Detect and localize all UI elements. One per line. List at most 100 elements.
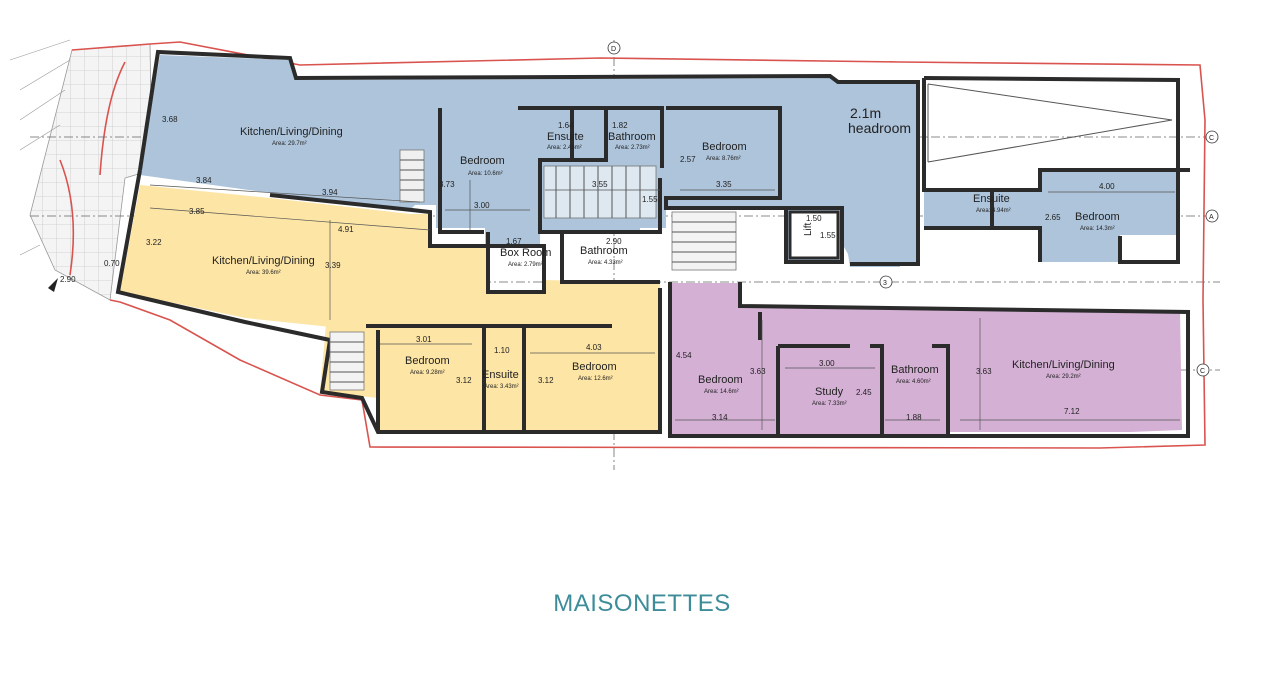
svg-text:3.12: 3.12: [538, 376, 554, 385]
svg-text:Ensuite: Ensuite: [547, 131, 584, 143]
svg-text:2.1m: 2.1m: [850, 105, 881, 121]
svg-text:A: A: [1209, 214, 1214, 221]
svg-text:1.67: 1.67: [506, 237, 522, 246]
svg-text:Bedroom: Bedroom: [572, 361, 617, 373]
room-purple-study: Study Area: 7.33m²: [812, 386, 847, 407]
svg-text:headroom: headroom: [848, 120, 911, 136]
svg-text:C: C: [1200, 368, 1205, 375]
page-caption: MAISONETTES: [553, 590, 731, 617]
room-blue-bedroom-3: Bedroom Area: 14.3m²: [1075, 211, 1120, 232]
svg-text:Study: Study: [815, 386, 844, 398]
svg-text:D: D: [611, 46, 616, 53]
terrace-curve: [59, 159, 75, 276]
svg-text:3.35: 3.35: [716, 180, 732, 189]
svg-text:Area: 2.79m²: Area: 2.79m²: [508, 262, 543, 268]
room-purple-bedroom: Bedroom Area: 14.6m²: [698, 374, 743, 395]
svg-text:Area: 39.6m²: Area: 39.6m²: [246, 270, 281, 276]
terrace-area: [9, 39, 153, 301]
room-yellow-ensuite: Ensuite Area: 3.43m²: [482, 369, 519, 390]
svg-text:Bedroom: Bedroom: [1075, 211, 1120, 223]
svg-text:Kitchen/Living/Dining: Kitchen/Living/Dining: [1012, 359, 1115, 371]
svg-text:Bathroom: Bathroom: [608, 131, 656, 143]
room-blue-bathroom: Bathroom Area: 2.73m²: [608, 131, 656, 151]
room-purple-kitchen: Kitchen/Living/Dining Area: 29.2m²: [1012, 359, 1115, 380]
svg-text:Area: 2.46m²: Area: 2.46m²: [547, 145, 582, 151]
svg-text:2.57: 2.57: [680, 155, 696, 164]
room-blue-ensuite-2: Ensuite Area: 4.94m²: [973, 193, 1011, 214]
room-yellow-bedroom-2: Bedroom Area: 12.6m²: [572, 361, 617, 382]
svg-text:Area: 7.33m²: Area: 7.33m²: [812, 401, 847, 407]
svg-text:3.63: 3.63: [750, 367, 766, 376]
svg-text:1.55: 1.55: [642, 195, 658, 204]
svg-text:3: 3: [883, 280, 887, 287]
svg-text:Kitchen/Living/Dining: Kitchen/Living/Dining: [212, 255, 315, 267]
staircase-left: [329, 331, 365, 391]
dimension-lines: [149, 180, 1180, 430]
svg-text:Bedroom: Bedroom: [460, 155, 505, 167]
grid-marker-c: C: [1205, 130, 1219, 144]
svg-text:Area: 14.3m²: Area: 14.3m²: [1080, 226, 1115, 232]
svg-text:3.00: 3.00: [819, 359, 835, 368]
svg-text:3.73: 3.73: [439, 180, 455, 189]
svg-text:Area: 10.6m²: Area: 10.6m²: [468, 171, 503, 177]
grid-marker-c-lower: C: [1196, 363, 1210, 377]
svg-text:3.12: 3.12: [456, 376, 472, 385]
staircase-center: [671, 211, 737, 271]
staircase-hall: [543, 165, 657, 219]
dimension-labels: 3.68 3.84 3.94 1.64 1.82 3.73 3.00 3.55 …: [60, 115, 1115, 422]
small-stair: [399, 149, 425, 203]
svg-text:Ensuite: Ensuite: [482, 369, 519, 381]
svg-text:Ensuite: Ensuite: [973, 193, 1010, 205]
purple-unit: [670, 283, 1182, 436]
svg-text:3.63: 3.63: [976, 367, 992, 376]
svg-text:Area: 9.28m²: Area: 9.28m²: [410, 370, 445, 376]
svg-text:Bedroom: Bedroom: [698, 374, 743, 386]
svg-text:2.90: 2.90: [606, 237, 622, 246]
svg-text:1.50: 1.50: [806, 214, 822, 223]
svg-text:Area: 4.33m²: Area: 4.33m²: [588, 260, 623, 266]
svg-text:4.00: 4.00: [1099, 182, 1115, 191]
ramp-area: [927, 83, 1173, 163]
headroom-note: 2.1m headroom: [848, 105, 911, 136]
lift-box: [788, 210, 840, 260]
svg-text:2.65: 2.65: [1045, 213, 1061, 222]
svg-text:Bathroom: Bathroom: [891, 364, 939, 376]
floor-plan: Lift D C A 3 C Kitch: [9, 39, 1220, 470]
room-yellow-bedroom-1: Bedroom Area: 9.28m²: [405, 355, 450, 376]
grid-marker-3: 3: [879, 275, 893, 289]
svg-text:Box Room: Box Room: [500, 247, 551, 259]
room-yellow-kitchen: Kitchen/Living/Dining Area: 39.6m²: [212, 255, 315, 276]
svg-text:Bathroom: Bathroom: [580, 245, 628, 257]
grid-marker-a: A: [1205, 209, 1219, 223]
svg-text:2.45: 2.45: [856, 388, 872, 397]
svg-text:1.64: 1.64: [558, 121, 574, 130]
svg-text:0.70: 0.70: [104, 259, 120, 268]
room-blue-bedroom-1: Bedroom Area: 10.6m²: [460, 155, 505, 177]
grid-marker-d: D: [607, 41, 621, 55]
svg-text:Area: 12.6m²: Area: 12.6m²: [578, 376, 613, 382]
svg-text:1.82: 1.82: [612, 121, 628, 130]
room-blue-bedroom-2: Bedroom Area: 8.76m²: [702, 141, 747, 162]
svg-text:3.84: 3.84: [196, 176, 212, 185]
north-arrow-icon: [48, 278, 58, 292]
svg-text:Area: 29.2m²: Area: 29.2m²: [1046, 374, 1081, 380]
svg-text:1.55: 1.55: [820, 231, 836, 240]
svg-text:3.01: 3.01: [416, 335, 432, 344]
svg-text:Bedroom: Bedroom: [405, 355, 450, 367]
svg-text:4.91: 4.91: [338, 225, 354, 234]
svg-text:4.03: 4.03: [586, 343, 602, 352]
blue-unit-right: [924, 172, 1178, 262]
svg-text:Bedroom: Bedroom: [702, 141, 747, 153]
room-yellow-bathroom: Bathroom Area: 4.33m²: [580, 245, 628, 266]
svg-text:7.12: 7.12: [1064, 407, 1080, 416]
svg-text:Kitchen/Living/Dining: Kitchen/Living/Dining: [240, 126, 343, 138]
room-yellow-boxroom: Box Room Area: 2.79m²: [500, 247, 551, 268]
svg-text:2.90: 2.90: [60, 275, 76, 284]
svg-text:Area: 14.6m²: Area: 14.6m²: [704, 389, 739, 395]
svg-text:Area: 4.60m²: Area: 4.60m²: [896, 379, 931, 385]
svg-text:3.55: 3.55: [592, 180, 608, 189]
svg-text:Area: 29.7m²: Area: 29.7m²: [272, 141, 307, 147]
room-purple-bathroom: Bathroom Area: 4.60m²: [891, 364, 939, 385]
room-blue-kitchen: Kitchen/Living/Dining Area: 29.7m²: [240, 126, 343, 147]
svg-text:3.94: 3.94: [322, 188, 338, 197]
